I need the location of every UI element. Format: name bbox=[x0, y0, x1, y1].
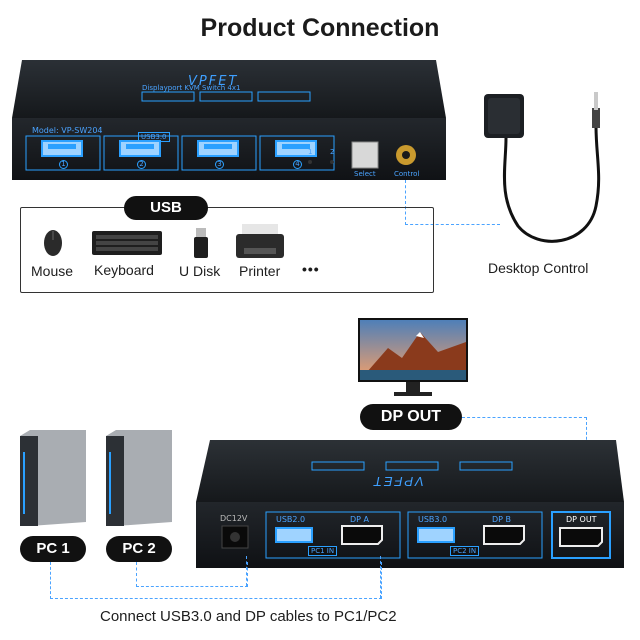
usb-drive-icon bbox=[194, 228, 208, 263]
device-label-mouse: Mouse bbox=[31, 263, 74, 279]
dp-out-badge: DP OUT bbox=[360, 404, 462, 430]
select-button-label: Select bbox=[354, 170, 376, 178]
kvm-switch-front: VPFET Displayport KVM Switch 4x1 Model: … bbox=[12, 58, 446, 182]
pc1-to-switch-line bbox=[246, 556, 247, 586]
control-cable-line bbox=[405, 180, 500, 225]
brand-logo: VPFET bbox=[188, 74, 239, 89]
port-number-4: 4 bbox=[293, 160, 302, 169]
monitor-image bbox=[358, 318, 468, 398]
pc-2-tower bbox=[106, 430, 172, 526]
rear-brand-logo: VPFET bbox=[372, 474, 424, 489]
pc1-cable-line bbox=[50, 562, 382, 599]
pc2-to-switch-line bbox=[380, 556, 381, 598]
group-2-in-label: PC2 IN bbox=[450, 546, 480, 556]
indicator-1-label: 1 bbox=[308, 148, 313, 156]
keyboard-icon bbox=[92, 231, 162, 260]
kvm-switch-rear: VPFET DC12V USB2.0 DP A PC1 IN USB3.0 DP… bbox=[196, 440, 624, 570]
port-number-1: 1 bbox=[59, 160, 68, 169]
model-label: Model: VP-SW204 bbox=[32, 126, 103, 135]
pc-1-tower bbox=[20, 430, 86, 526]
usb-bracket bbox=[20, 207, 434, 293]
desktop-control-label: Desktop Control bbox=[488, 260, 589, 276]
printer-icon bbox=[236, 224, 284, 265]
page-title: Product Connection bbox=[200, 14, 440, 42]
device-label-keyboard: Keyboard bbox=[94, 262, 154, 278]
more-devices-dots: ••• bbox=[302, 261, 320, 277]
port-number-3: 3 bbox=[215, 160, 224, 169]
group-1-usb-label: USB2.0 bbox=[276, 515, 306, 524]
usb3-badge: USB3.0 bbox=[138, 132, 170, 142]
pc-2-badge: PC 2 bbox=[106, 536, 172, 562]
device-label-printer: Printer bbox=[239, 263, 281, 279]
group-2-dp-label: DP B bbox=[492, 515, 512, 524]
group-2-usb-label: USB3.0 bbox=[418, 515, 448, 524]
dp-out-port-label: DP OUT bbox=[566, 515, 597, 524]
connection-caption: Connect USB3.0 and DP cables to PC1/PC2 bbox=[100, 608, 397, 625]
pc-1-badge: PC 1 bbox=[20, 536, 86, 562]
mouse-icon bbox=[42, 228, 64, 263]
switch-subtitle: Displayport KVM Switch 4x1 bbox=[142, 84, 241, 92]
indicator-2-label: 2 bbox=[330, 148, 335, 156]
power-label: DC12V bbox=[220, 514, 248, 523]
port-number-2: 2 bbox=[137, 160, 146, 169]
group-1-in-label: PC1 IN bbox=[308, 546, 338, 556]
device-label-udisk: U Disk bbox=[179, 263, 221, 279]
control-port-label: Control bbox=[394, 170, 420, 178]
usb-badge: USB bbox=[124, 196, 208, 220]
desktop-control-device bbox=[478, 86, 608, 256]
pc2-cable-line bbox=[136, 562, 248, 587]
group-1-dp-label: DP A bbox=[350, 515, 369, 524]
